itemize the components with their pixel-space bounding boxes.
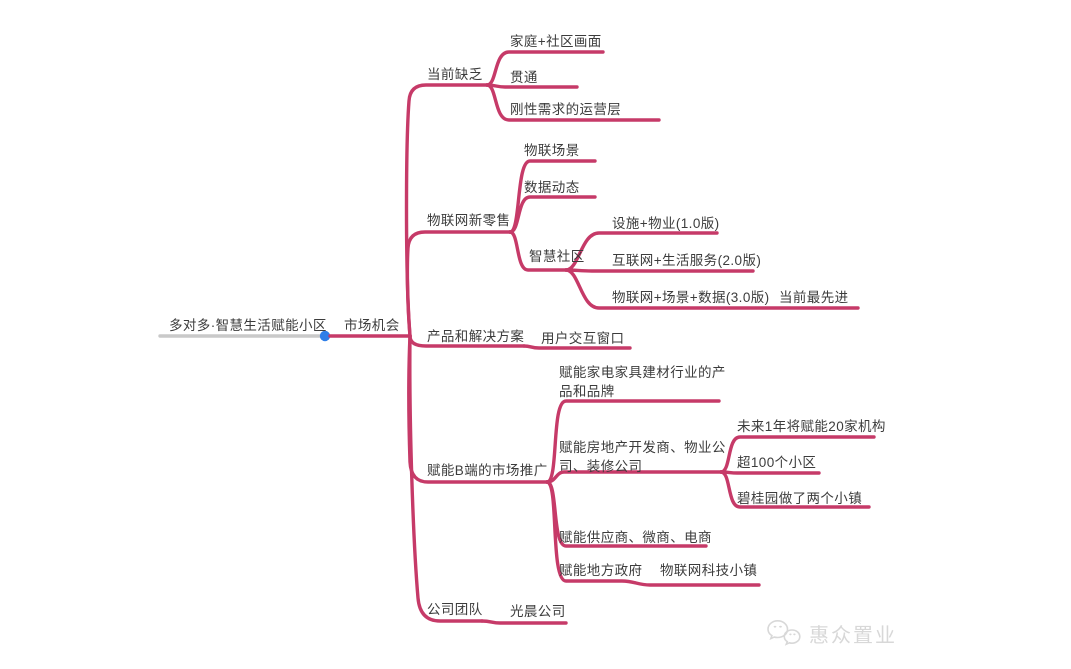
node-family-community-view[interactable]: 家庭+社区画面 — [510, 34, 602, 49]
node-over-100-communities[interactable]: 超100个小区 — [737, 455, 817, 470]
node-company-team[interactable]: 公司团队 — [427, 602, 483, 617]
wechat-bubbles-icon — [766, 618, 802, 648]
node-b2b-marketing[interactable]: 赋能B端的市场推广 — [427, 463, 548, 478]
node-iot-new-retail[interactable]: 物联网新零售 — [427, 213, 511, 228]
node-products-solutions[interactable]: 产品和解决方案 — [427, 329, 525, 344]
node-rigid-demand-operation-layer[interactable]: 刚性需求的运营层 — [510, 102, 622, 117]
node-empower-20-orgs[interactable]: 未来1年将赋能20家机构 — [737, 419, 886, 434]
node-iot-tech-town[interactable]: 物联网科技小镇 — [660, 563, 758, 578]
node-most-advanced[interactable]: 当前最先进 — [779, 290, 849, 305]
node-market-opportunity[interactable]: 市场机会 — [344, 318, 400, 333]
node-internet-life-service-v2[interactable]: 互联网+生活服务(2.0版) — [612, 253, 762, 268]
watermark: 惠众置业 — [766, 618, 897, 648]
b2b-marketing-branches — [545, 399, 761, 587]
node-country-garden-towns[interactable]: 碧桂园做了两个小镇 — [737, 491, 863, 506]
node-data-dynamics[interactable]: 数据动态 — [524, 180, 580, 195]
node-empower-developers[interactable]: 赋能房地产开发商、物业公司、装修公司 — [559, 440, 726, 474]
node-current-lack[interactable]: 当前缺乏 — [427, 67, 483, 82]
node-connectivity[interactable]: 贯通 — [510, 70, 538, 85]
node-empower-local-gov[interactable]: 赋能地方政府 — [559, 563, 643, 578]
node-iot-scene-data-v3[interactable]: 物联网+场景+数据(3.0版) — [612, 290, 770, 305]
node-facility-property-v1[interactable]: 设施+物业(1.0版) — [612, 216, 720, 231]
level1-branches — [404, 83, 549, 623]
node-empower-appliance-brands[interactable]: 赋能家电家具建材行业的产品和品牌 — [559, 365, 726, 399]
node-iot-scene[interactable]: 物联场景 — [524, 143, 580, 158]
watermark-text: 惠众置业 — [809, 624, 897, 647]
node-smart-community[interactable]: 智慧社区 — [529, 249, 585, 264]
node-root[interactable]: 多对多·智慧生活赋能小区 — [169, 318, 327, 333]
node-guangchen-company[interactable]: 光晨公司 — [510, 604, 566, 619]
node-user-interaction-window[interactable]: 用户交互窗口 — [541, 331, 625, 346]
node-empower-suppliers[interactable]: 赋能供应商、微商、电商 — [559, 530, 712, 545]
